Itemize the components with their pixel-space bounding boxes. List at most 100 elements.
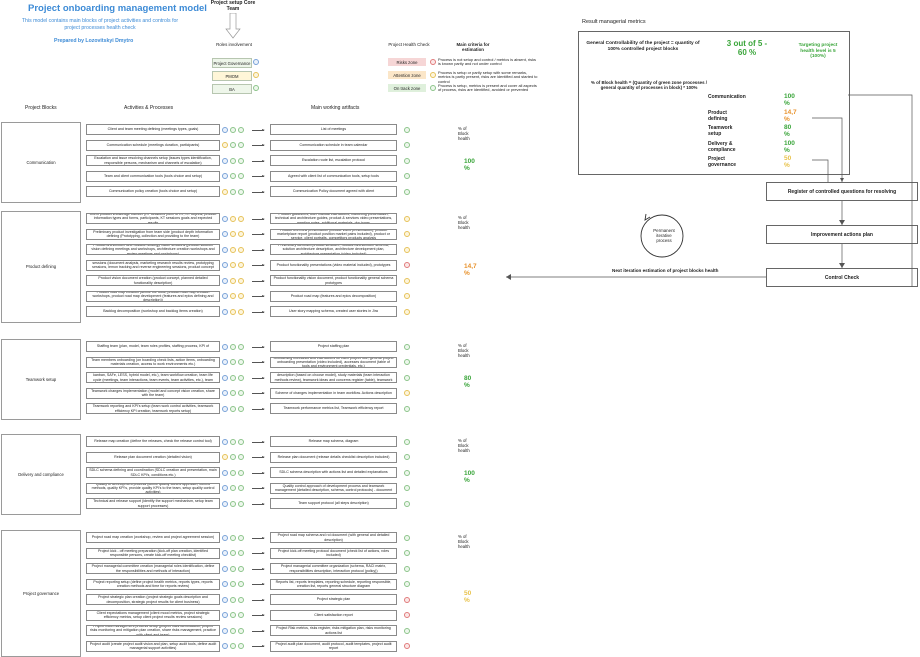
permanent-process-label: Permanent iterative process bbox=[653, 228, 675, 244]
arrow-icon bbox=[252, 645, 265, 647]
block-health-percent: 100 % bbox=[464, 158, 475, 173]
role-status-icon bbox=[230, 343, 236, 350]
metric-label: Project governance bbox=[708, 156, 737, 168]
artifact-box: Scheme of changes implementation in team… bbox=[270, 387, 397, 399]
artifact-box: List of meetings bbox=[270, 124, 397, 135]
role-status-icon bbox=[238, 157, 244, 164]
role-status-icon bbox=[230, 469, 236, 476]
health-status-icon bbox=[404, 246, 410, 253]
metrics-title: Result managerial metrics bbox=[582, 19, 646, 25]
artifact-box: Project strategic plan bbox=[270, 594, 397, 605]
health-status-icon bbox=[404, 438, 410, 445]
down-arrow-icon bbox=[225, 13, 241, 39]
arrow-icon bbox=[252, 392, 265, 394]
block-health-percent: 14,7 % bbox=[464, 262, 477, 277]
role-status-icon bbox=[230, 157, 236, 164]
role-status-icon bbox=[238, 231, 244, 237]
metric-label: Product defining bbox=[708, 109, 728, 122]
activity-box: Team members onboarding (on boarding che… bbox=[86, 356, 220, 368]
block-4: Delivery and compliance bbox=[1, 434, 81, 515]
arrow-icon bbox=[252, 552, 265, 554]
role-status-icon bbox=[230, 173, 236, 179]
activity-box: Preliminary product investigation from t… bbox=[86, 228, 220, 240]
health-status-icon bbox=[404, 142, 410, 148]
block-3: Teamwork setup bbox=[1, 339, 81, 420]
health-zone-box: Risks zone bbox=[388, 58, 426, 66]
health-check-label: Project Health Check bbox=[388, 42, 430, 47]
health-status-icon bbox=[404, 374, 410, 381]
arrow-icon bbox=[252, 345, 265, 348]
role-status-icon bbox=[222, 173, 228, 179]
role-status-icon bbox=[230, 308, 236, 315]
role-status-icon bbox=[238, 581, 244, 587]
role-status-icon bbox=[238, 126, 244, 133]
role-status-icon bbox=[222, 277, 228, 284]
role-status-icon bbox=[238, 565, 244, 572]
role-status-icon bbox=[230, 534, 236, 541]
role-box: Project Governance bbox=[212, 58, 252, 68]
role-status-icon bbox=[222, 126, 228, 133]
metric-value: 80 % bbox=[784, 124, 792, 138]
col-header-activities: Activities & Processes bbox=[124, 105, 174, 111]
block-5: Project governance bbox=[1, 530, 81, 657]
arrow-icon bbox=[252, 471, 265, 474]
arrow-icon bbox=[252, 217, 265, 220]
role-status-icon bbox=[230, 627, 236, 634]
zone-indicator-icon bbox=[430, 72, 436, 78]
arrow-icon bbox=[252, 310, 265, 313]
artifact-box: Preliminary identified product structure… bbox=[270, 244, 397, 255]
health-status-icon bbox=[404, 157, 410, 164]
role-status-icon bbox=[230, 485, 236, 491]
arrow-icon bbox=[252, 487, 265, 489]
arrow-icon bbox=[252, 144, 265, 146]
artifact-box: Release map schema, diagram bbox=[270, 436, 397, 447]
role-status-icon bbox=[222, 485, 228, 491]
metric-label: Delivery & compliance bbox=[708, 140, 736, 153]
arrow-icon bbox=[252, 598, 265, 601]
role-status-icon bbox=[238, 500, 244, 507]
activity-box: Staffing team (plan, model, team roles p… bbox=[86, 341, 220, 352]
activity-box: Communication schedule (meetings duratio… bbox=[86, 139, 220, 151]
arrow-icon bbox=[252, 279, 265, 282]
activity-box: Product architecture and Solution strate… bbox=[86, 244, 220, 255]
activity-box: Escalation and issue resolving channels … bbox=[86, 155, 220, 166]
artifact-box: Product functionality presentations (vid… bbox=[270, 259, 397, 271]
health-status-icon bbox=[404, 596, 410, 603]
activity-box: Release map creation (define the release… bbox=[86, 436, 220, 447]
role-status-icon bbox=[222, 565, 228, 572]
artifact-box: Communication Policy document agreed wit… bbox=[270, 186, 397, 197]
arrow-icon bbox=[252, 159, 265, 162]
artifact-box: Reports list, reports templates, reporti… bbox=[270, 578, 397, 590]
role-status-icon bbox=[230, 246, 236, 253]
block-health-label: % of Block health bbox=[458, 534, 470, 549]
arrow-icon bbox=[252, 264, 265, 266]
formula-label: % of Block health = (Quantity of green z… bbox=[590, 80, 707, 91]
role-status-icon bbox=[230, 359, 236, 365]
role-status-icon bbox=[230, 142, 236, 148]
role-status-icon bbox=[238, 627, 244, 634]
role-status-icon bbox=[222, 581, 228, 587]
role-status-icon bbox=[238, 343, 244, 350]
arrow-icon bbox=[252, 407, 265, 410]
artifact-box: Project managerial committee organizatio… bbox=[270, 563, 397, 574]
artifact-box: Teamwork performance metrics list, Teamw… bbox=[270, 403, 397, 414]
role-status-icon bbox=[222, 596, 228, 603]
arrow-icon bbox=[252, 502, 265, 505]
roles-label: Roles involvement bbox=[216, 42, 252, 47]
role-status-icon bbox=[230, 454, 236, 460]
role-status-icon bbox=[238, 293, 244, 299]
arrow-icon bbox=[252, 583, 265, 585]
artifact-box: Product road map (features and epics dec… bbox=[270, 290, 397, 302]
health-status-icon bbox=[404, 126, 410, 133]
health-status-icon bbox=[404, 550, 410, 556]
activity-box: Client and team meeting defining (meetin… bbox=[86, 124, 220, 135]
role-status-icon bbox=[222, 157, 228, 164]
health-zone-box: Attention zone bbox=[388, 71, 426, 79]
role-status-icon bbox=[222, 142, 228, 148]
health-status-icon bbox=[404, 612, 410, 618]
role-status-icon bbox=[230, 500, 236, 507]
activity-box: SDLC schema defining and coordination (S… bbox=[86, 467, 220, 478]
health-status-icon bbox=[404, 627, 410, 634]
role-status-icon bbox=[230, 262, 236, 268]
target-label: Targeting project health level is 5 (100… bbox=[798, 43, 838, 60]
